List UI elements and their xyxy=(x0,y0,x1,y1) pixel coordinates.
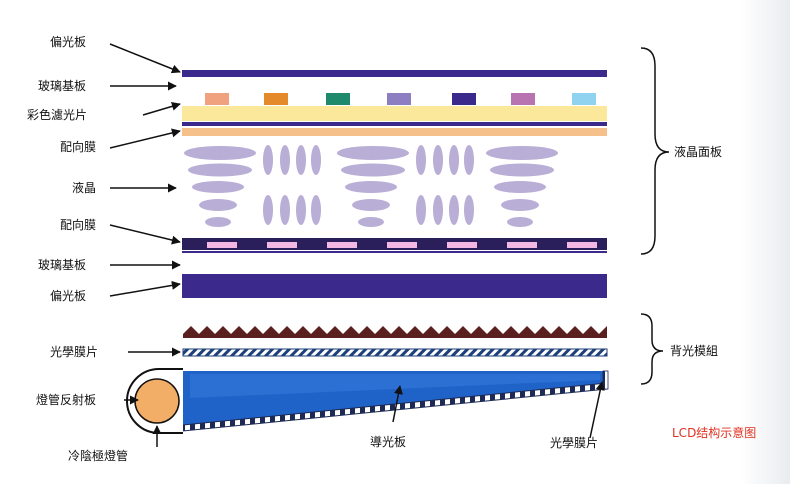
prism-sheet xyxy=(183,326,607,338)
label-color-filter: 彩色濾光片 xyxy=(27,108,88,122)
label-lamp-reflector: 燈管反射板 xyxy=(36,393,97,407)
lcd-panel-brace xyxy=(640,47,670,255)
crystal-molecule xyxy=(280,195,290,225)
crystal-molecule xyxy=(433,145,443,175)
label-optical-film: 光學膜片 xyxy=(50,345,99,359)
bottom-polarizer xyxy=(182,274,607,298)
label-top-glass: 玻璃基板 xyxy=(38,79,87,93)
crystal-molecule xyxy=(501,199,539,211)
label-ccfl: 冷陰極燈管 xyxy=(68,449,129,463)
arrow xyxy=(142,101,181,116)
crystal-molecule xyxy=(352,199,390,211)
label-bottom-polarizer: 偏光板 xyxy=(50,289,87,303)
filter-cell xyxy=(511,93,535,105)
crystal-molecule xyxy=(263,145,273,175)
crystal-molecule xyxy=(358,217,384,227)
crystal-molecule xyxy=(296,195,306,225)
arrow xyxy=(109,280,181,297)
label-liquid-crystal: 液晶 xyxy=(72,181,97,195)
filter-cell xyxy=(387,93,411,105)
crystal-molecule xyxy=(486,146,558,160)
arrow xyxy=(109,43,181,74)
right-edge-shade xyxy=(740,0,790,484)
top-polarizer xyxy=(182,70,607,77)
crystal-molecule xyxy=(192,181,244,193)
arrow xyxy=(109,128,181,149)
label-backlight-module: 背光模組 xyxy=(670,344,719,358)
end-film xyxy=(602,370,609,390)
crystal-molecule xyxy=(449,195,459,225)
crystal-molecule xyxy=(464,145,474,175)
pointer-arrows xyxy=(109,43,605,447)
crystal-molecule xyxy=(188,163,252,177)
filter-cell xyxy=(205,93,229,105)
top-alignment-film xyxy=(182,128,607,136)
arrow xyxy=(109,224,181,245)
optical-film xyxy=(182,348,608,357)
label-top-polarizer: 偏光板 xyxy=(50,35,87,49)
crystal-molecule xyxy=(280,145,290,175)
electrode xyxy=(207,242,237,248)
label-bottom-glass: 玻璃基板 xyxy=(38,258,87,272)
crystal-molecule xyxy=(345,181,397,193)
electrode-line xyxy=(182,122,607,126)
liquid-crystal xyxy=(184,145,558,227)
electrode xyxy=(567,242,597,248)
crystal-molecule xyxy=(337,146,409,160)
label-optical-film-bottom: 光學膜片 xyxy=(550,436,599,450)
crystal-molecule xyxy=(449,145,459,175)
filter-cell xyxy=(326,93,350,105)
electrode xyxy=(447,242,477,248)
electrode xyxy=(507,242,537,248)
bottom-glass-line xyxy=(182,251,607,253)
crystal-molecule xyxy=(199,199,237,211)
electrode-row xyxy=(207,242,597,248)
backlight-brace xyxy=(640,313,664,385)
filter-cell xyxy=(452,93,476,105)
crystal-molecule xyxy=(184,146,256,160)
label-top-alignment: 配向膜 xyxy=(60,140,97,154)
crystal-molecule xyxy=(341,163,405,177)
arrow xyxy=(589,381,605,439)
electrode xyxy=(387,242,417,248)
ccfl-lamp xyxy=(134,378,180,424)
electrode xyxy=(327,242,357,248)
crystal-molecule xyxy=(311,145,321,175)
crystal-molecule xyxy=(464,195,474,225)
crystal-molecule xyxy=(311,195,321,225)
color-filter xyxy=(205,93,596,105)
label-light-guide: 導光板 xyxy=(370,435,407,449)
crystal-molecule xyxy=(507,217,533,227)
label-bottom-alignment: 配向膜 xyxy=(60,218,97,232)
electrode xyxy=(267,242,297,248)
filter-cell xyxy=(264,93,288,105)
crystal-molecule xyxy=(263,195,273,225)
crystal-molecule xyxy=(494,181,546,193)
crystal-molecule xyxy=(296,145,306,175)
color-filter-layer xyxy=(182,106,607,121)
crystal-molecule xyxy=(416,195,426,225)
crystal-molecule xyxy=(433,195,443,225)
filter-cell xyxy=(572,93,596,105)
crystal-molecule xyxy=(416,145,426,175)
label-lcd-panel: 液晶面板 xyxy=(674,145,723,159)
arrow xyxy=(392,385,403,423)
diagram-caption: LCD结构示意图 xyxy=(672,426,757,440)
crystal-molecule xyxy=(490,163,554,177)
crystal-molecule xyxy=(205,217,231,227)
